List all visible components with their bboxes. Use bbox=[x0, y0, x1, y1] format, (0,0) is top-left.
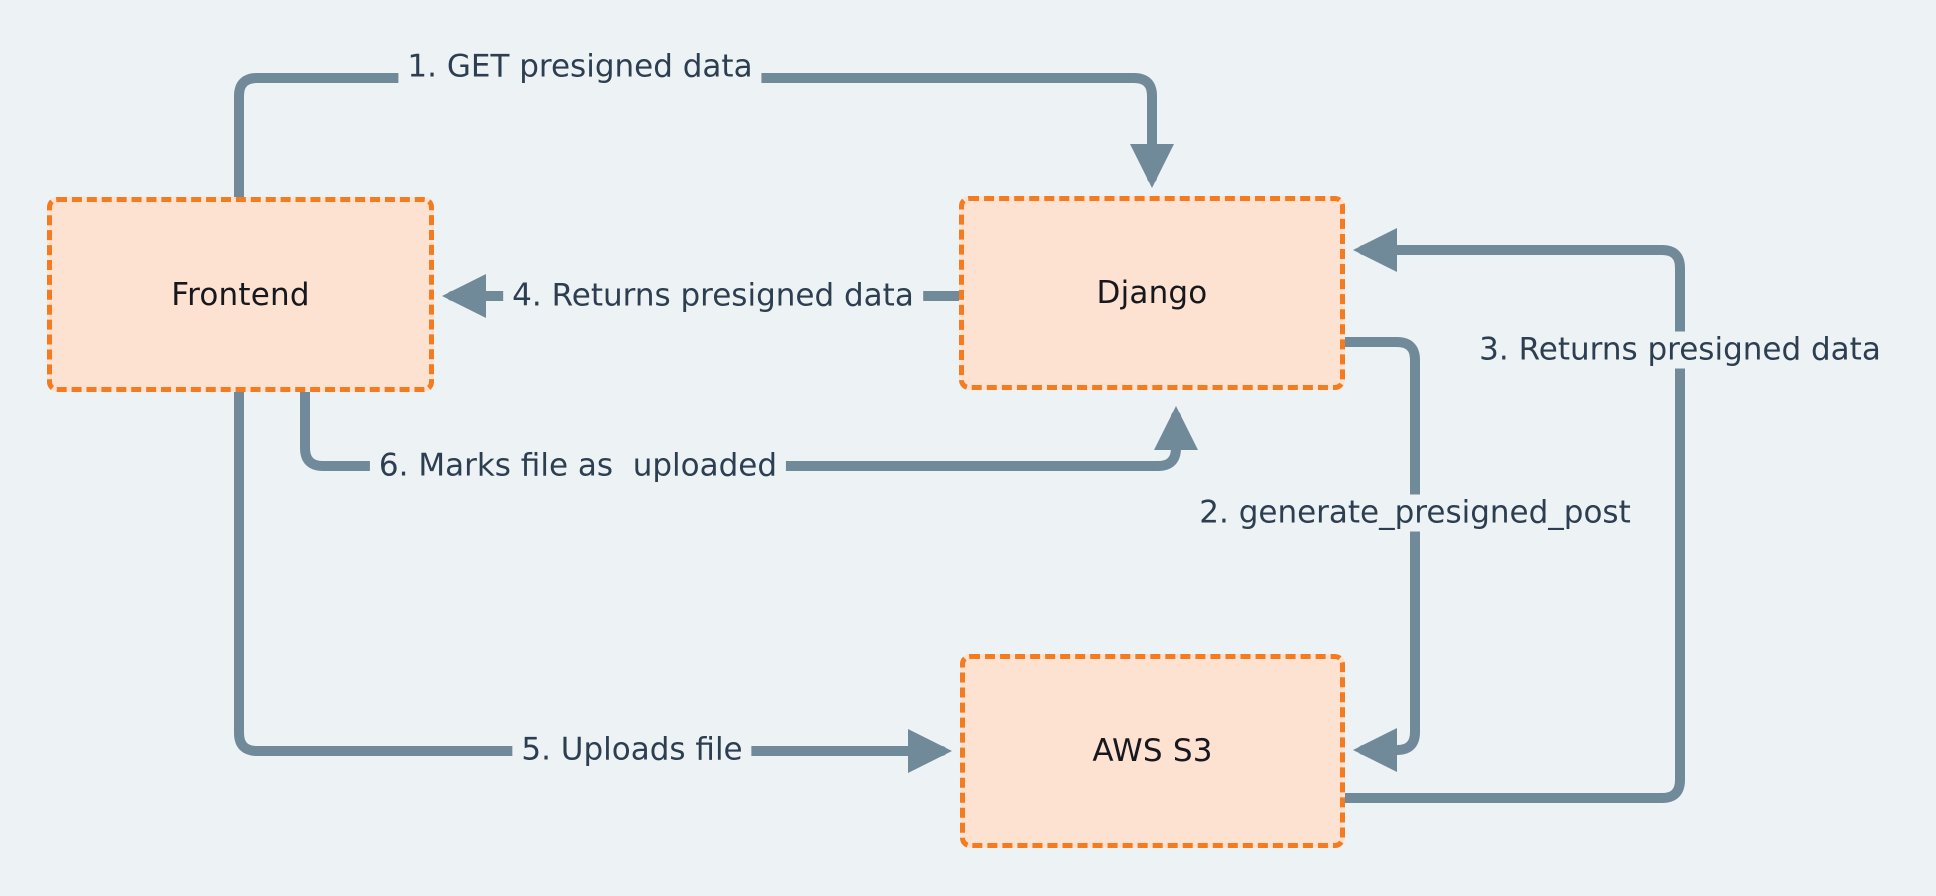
edge-path-1 bbox=[234, 73, 1174, 202]
edge-label-4: 4. Returns presigned data bbox=[503, 277, 923, 315]
edge-path-2 bbox=[1340, 337, 1420, 772]
node-frontend-label: Frontend bbox=[171, 276, 310, 313]
node-frontend[interactable]: Frontend bbox=[47, 197, 434, 392]
edge-label-6: 6. Marks file as uploaded bbox=[369, 447, 787, 485]
node-django[interactable]: Django bbox=[959, 196, 1345, 390]
edge-label-5: 5. Uploads file bbox=[512, 731, 752, 769]
edge-label-3: 3. Returns presigned data bbox=[1470, 331, 1890, 369]
node-django-label: Django bbox=[1096, 275, 1208, 311]
node-aws-s3[interactable]: AWS S3 bbox=[960, 654, 1345, 848]
edge-path-5 bbox=[234, 387, 952, 773]
edge-label-1: 1. GET presigned data bbox=[398, 48, 762, 86]
edge-label-2: 2. generate_presigned_post bbox=[1190, 494, 1640, 532]
node-aws-s3-label: AWS S3 bbox=[1092, 733, 1213, 769]
